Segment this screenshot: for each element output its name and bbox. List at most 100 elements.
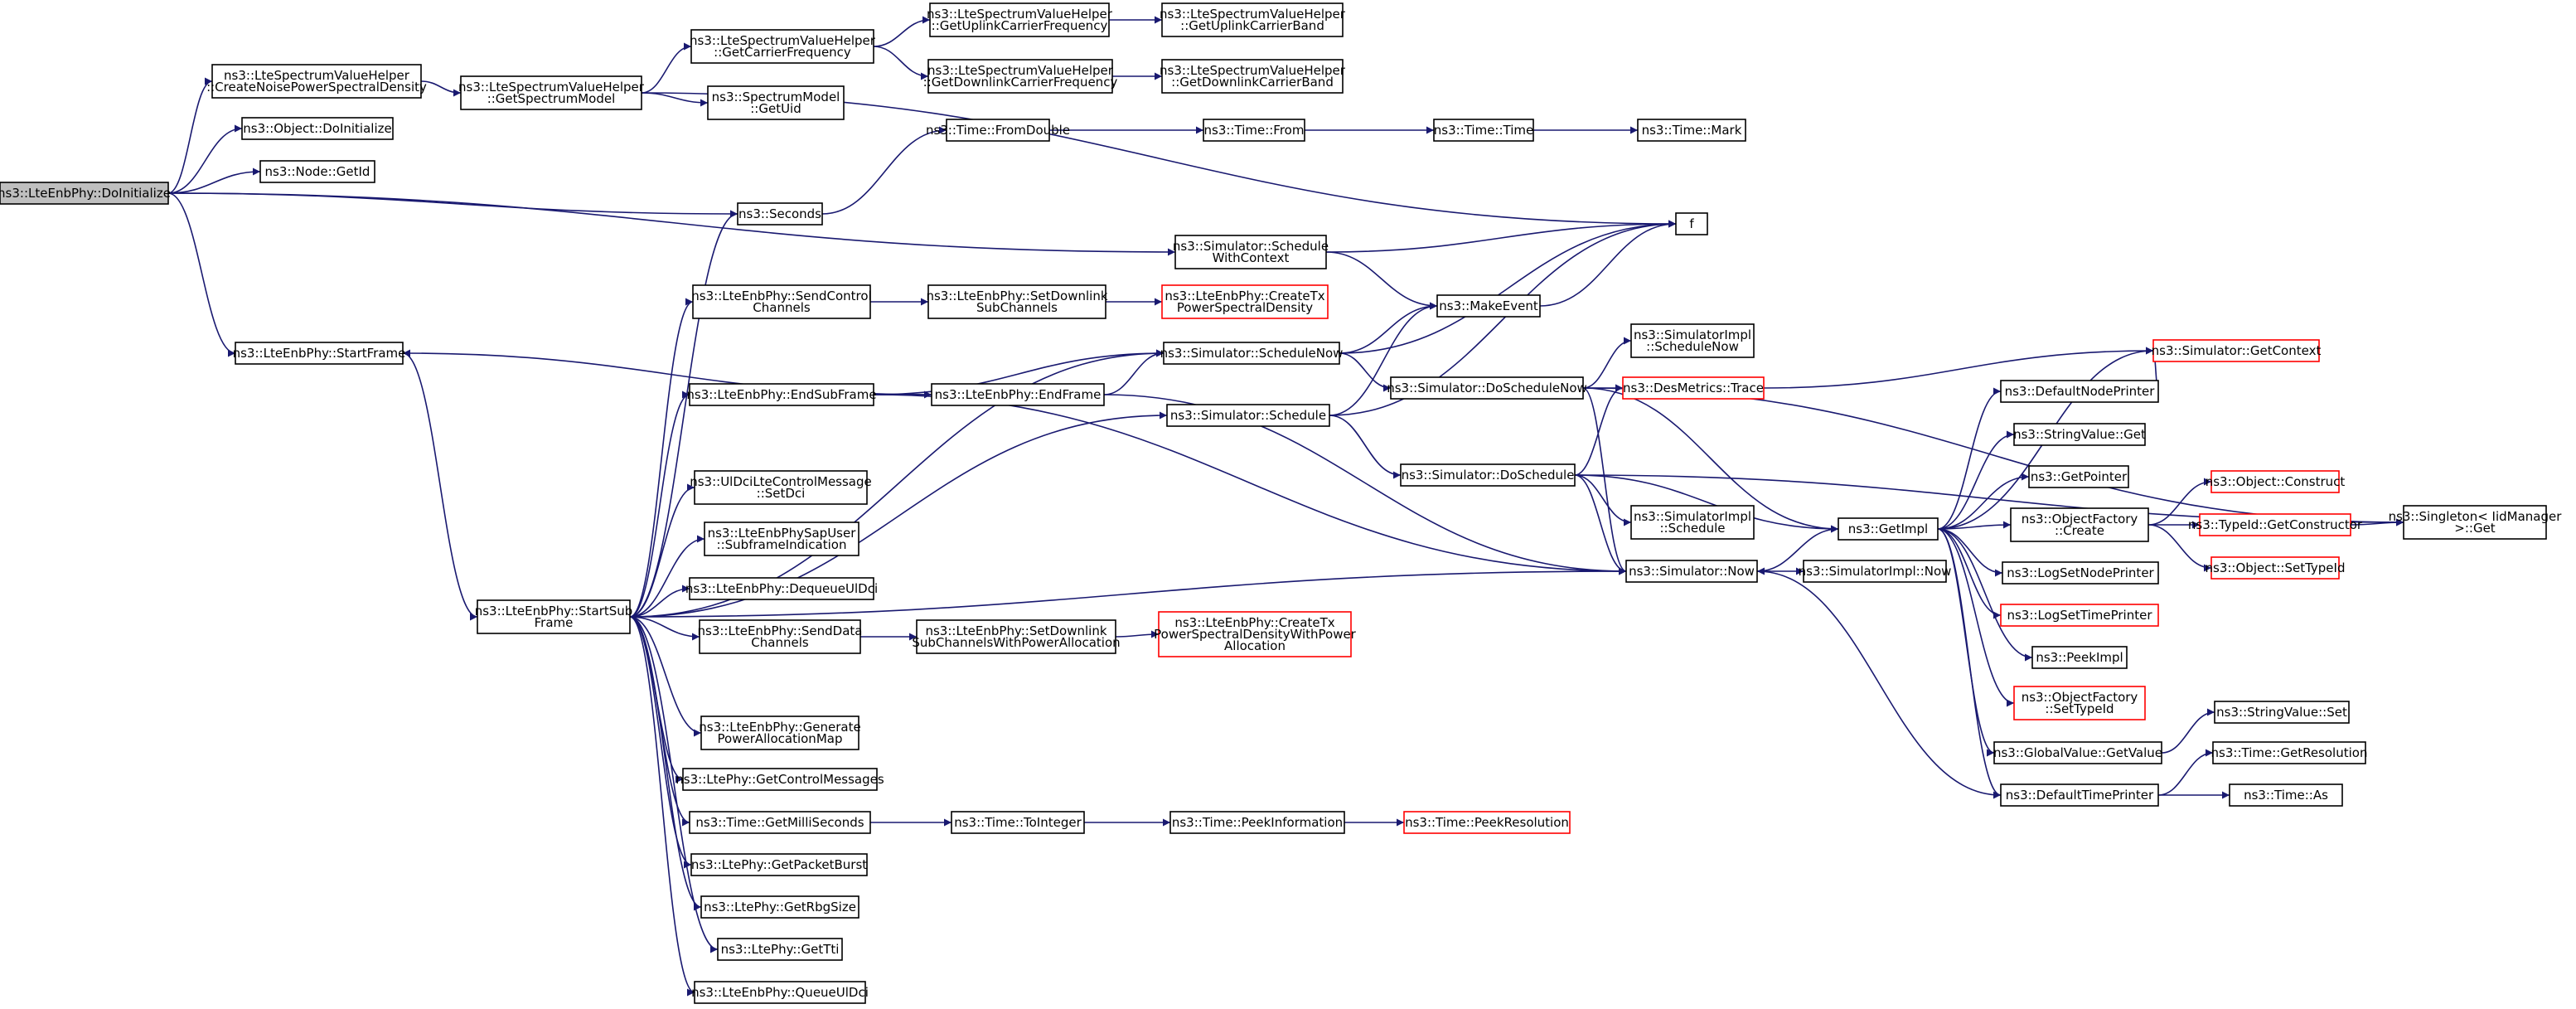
node-label: ::GetSpectrumModel	[487, 91, 616, 106]
node-label: ns3::StringValue::Set	[2216, 705, 2347, 720]
node-peekImpl[interactable]: ns3::PeekImpl	[2031, 646, 2128, 669]
node-logSetTime[interactable]: ns3::LogSetTimePrinter	[2000, 604, 2159, 627]
node-label: ns3::LteEnbPhy::DoInitialize	[0, 186, 171, 201]
node-box	[689, 577, 874, 600]
node-simNow[interactable]: ns3::Simulator::Now	[1625, 560, 1758, 583]
node-peekInfo[interactable]: ns3::Time::PeekInformation	[1169, 811, 1345, 834]
node-getRbgSize[interactable]: ns3::LtePhy::GetRbgSize	[700, 895, 859, 919]
node-label: ns3::Simulator::ScheduleNow	[1160, 346, 1344, 361]
node-box	[1161, 59, 1344, 94]
edge-getImpl-to-getPointer	[1937, 473, 2030, 530]
node-box	[1174, 235, 1327, 269]
node-getContext[interactable]: ns3::Simulator::GetContext	[2152, 339, 2322, 362]
node-defTimePrinter[interactable]: ns3::DefaultTimePrinter	[2000, 783, 2159, 807]
node-spectrumGetUid[interactable]: ns3::SpectrumModel::GetUid	[707, 85, 845, 120]
node-peekRes[interactable]: ns3::Time::PeekResolution	[1403, 811, 1571, 834]
node-label: ns3::Time::GetMilliSeconds	[695, 815, 864, 830]
node-label: ns3::Seconds	[738, 206, 821, 221]
node-makeEvent[interactable]: ns3::MakeEvent	[1436, 294, 1541, 318]
node-implSchedule[interactable]: ns3::SimulatorImpl::Schedule	[1630, 505, 1755, 540]
node-box	[951, 811, 1085, 834]
node-toInteger[interactable]: ns3::Time::ToInteger	[951, 811, 1085, 834]
node-box	[1622, 376, 1765, 400]
node-doScheduleNow[interactable]: ns3::Simulator::DoScheduleNow	[1387, 376, 1587, 400]
node-label: WithContext	[1213, 250, 1290, 265]
node-box	[927, 59, 1113, 94]
node-doSchedule[interactable]: ns3::Simulator::DoSchedule	[1400, 463, 1576, 487]
node-root[interactable]: ns3::LteEnbPhy::DoInitialize	[0, 182, 171, 205]
node-desTrace[interactable]: ns3::DesMetrics::Trace	[1622, 376, 1765, 400]
node-box	[690, 29, 874, 64]
node-label: ns3::LteEnbPhy::StartFrame	[233, 346, 406, 361]
node-subframeInd[interactable]: ns3::LteEnbPhySapUser::SubframeIndicatio…	[704, 521, 859, 556]
node-getPointer[interactable]: ns3::GetPointer	[2028, 465, 2129, 488]
node-objFactSetTypeId[interactable]: ns3::ObjectFactory::SetTypeId	[2013, 686, 2146, 720]
node-implScheduleNow[interactable]: ns3::SimulatorImpl::ScheduleNow	[1630, 323, 1755, 358]
node-objDoInit[interactable]: ns3::Object::DoInitialize	[241, 117, 394, 140]
node-getCtrlMsgs[interactable]: ns3::LtePhy::GetControlMessages	[675, 768, 884, 791]
node-typeIdGetCtor[interactable]: ns3::TypeId::GetConstructor	[2188, 513, 2363, 536]
node-label: ns3::LteSpectrumValueHelper	[690, 33, 876, 48]
node-strValSet[interactable]: ns3::StringValue::Set	[2214, 701, 2350, 724]
node-setDlSubPower[interactable]: ns3::LteEnbPhy::SetDownlinkSubChannelsWi…	[912, 619, 1121, 654]
node-implNow[interactable]: ns3::SimulatorImpl::Now	[1799, 560, 1952, 583]
node-timeAs[interactable]: ns3::Time::As	[2229, 783, 2343, 807]
node-box	[2010, 507, 2149, 542]
node-fromDouble[interactable]: ns3::Time::FromDouble	[926, 119, 1070, 142]
node-getImpl[interactable]: ns3::GetImpl	[1838, 517, 1939, 541]
node-f[interactable]: f	[1675, 212, 1708, 235]
node-objConstruct[interactable]: ns3::Object::Construct	[2206, 470, 2346, 493]
node-timeMark[interactable]: ns3::Time::Mark	[1637, 119, 1746, 142]
node-getDlBand[interactable]: ns3::LteSpectrumValueHelper::GetDownlink…	[1160, 59, 1346, 94]
node-scheduleNow[interactable]: ns3::Simulator::ScheduleNow	[1160, 342, 1344, 365]
node-strValGet[interactable]: ns3::StringValue::Get	[2013, 423, 2146, 446]
node-startFrame[interactable]: ns3::LteEnbPhy::StartFrame	[233, 342, 406, 365]
node-getMilli[interactable]: ns3::Time::GetMilliSeconds	[689, 811, 871, 834]
node-box	[2000, 783, 2159, 807]
node-box	[1630, 505, 1755, 540]
node-getTti[interactable]: ns3::LtePhy::GetTti	[717, 938, 843, 961]
node-timeTime[interactable]: ns3::Time::Time	[1433, 119, 1534, 142]
node-label: ns3::Simulator::DoSchedule	[1402, 468, 1575, 483]
node-timeFrom[interactable]: ns3::Time::From	[1203, 119, 1305, 142]
node-getDlFreq[interactable]: ns3::LteSpectrumValueHelper::GetDownlink…	[923, 59, 1118, 94]
node-queueUlDci[interactable]: ns3::LteEnbPhy::QueueUlDci	[691, 981, 869, 1004]
node-singletonGet[interactable]: ns3::Singleton< IidManager>::Get	[2389, 505, 2563, 540]
node-endSubFrame[interactable]: ns3::LteEnbPhy::EndSubFrame	[686, 383, 877, 406]
node-objSetTypeId[interactable]: ns3::Object::SetTypeId	[2206, 556, 2346, 580]
node-getResolution[interactable]: ns3::Time::GetResolution	[2211, 741, 2368, 764]
node-schedule[interactable]: ns3::Simulator::Schedule	[1166, 404, 1330, 427]
node-label: ns3::PeekImpl	[2036, 650, 2123, 665]
node-box	[704, 521, 859, 556]
node-nodeGetId[interactable]: ns3::Node::GetId	[259, 160, 375, 183]
node-globalGetValue[interactable]: ns3::GlobalValue::GetValue	[1993, 741, 2162, 764]
node-createTxPsd[interactable]: ns3::LteEnbPhy::CreateTxPowerSpectralDen…	[1161, 284, 1329, 319]
node-objFactCreate[interactable]: ns3::ObjectFactory::Create	[2010, 507, 2149, 542]
node-genPowerMap[interactable]: ns3::LteEnbPhy::GeneratePowerAllocationM…	[699, 716, 861, 750]
node-getSpectrumModel[interactable]: ns3::LteSpectrumValueHelper::GetSpectrum…	[458, 75, 645, 110]
node-getCarrierFreq[interactable]: ns3::LteSpectrumValueHelper::GetCarrierF…	[690, 29, 876, 64]
edge-scheduleNow-to-makeEvent	[1339, 302, 1438, 354]
node-label: ns3::Time::GetResolution	[2211, 745, 2368, 760]
node-getPacketBurst[interactable]: ns3::LtePhy::GetPacketBurst	[690, 853, 868, 876]
edge-objFactCreate-to-objConstruct	[2147, 478, 2212, 526]
node-ulDciSetDci[interactable]: ns3::UlDciLteControlMessage::SetDci	[690, 470, 872, 505]
node-label: ns3::ObjectFactory	[2022, 512, 2138, 526]
node-seconds[interactable]: ns3::Seconds	[737, 202, 823, 226]
node-logSetNode[interactable]: ns3::LogSetNodePrinter	[2002, 561, 2159, 585]
node-getUlFreq[interactable]: ns3::LteSpectrumValueHelper::GetUplinkCa…	[927, 2, 1113, 37]
node-endFrame[interactable]: ns3::LteEnbPhy::EndFrame	[931, 383, 1105, 406]
node-dequeueUlDci[interactable]: ns3::LteEnbPhy::DequeueUlDci	[685, 577, 878, 600]
node-defNodePrinter[interactable]: ns3::DefaultNodePrinter	[2000, 380, 2159, 403]
node-box	[717, 938, 843, 961]
node-box	[1630, 323, 1755, 358]
node-box	[2229, 783, 2343, 807]
node-createTxPsdPower[interactable]: ns3::LteEnbPhy::CreateTxPowerSpectralDen…	[1154, 611, 1357, 657]
node-getUlBand[interactable]: ns3::LteSpectrumValueHelper::GetUplinkCa…	[1160, 2, 1346, 37]
node-createNoise[interactable]: ns3::LteSpectrumValueHelper::CreateNoise…	[206, 64, 427, 99]
